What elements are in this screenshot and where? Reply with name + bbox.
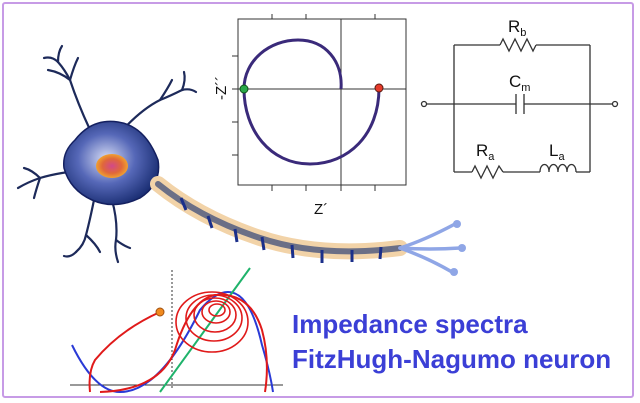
trajectory-outer <box>88 311 161 393</box>
neuron-illustration <box>16 44 466 276</box>
resistor-rb <box>499 37 537 53</box>
spiral-crossing-marker <box>239 84 249 94</box>
trajectory-start-marker <box>155 307 165 317</box>
impedance-spiral <box>242 38 381 166</box>
equivalent-circuit <box>420 37 619 180</box>
phase-plane <box>70 267 283 394</box>
label-la: La <box>549 141 565 163</box>
nyquist-y-label: -Z´´ <box>213 76 230 100</box>
resistor-ra <box>471 164 504 180</box>
spiral-start-marker <box>374 83 384 93</box>
nyquist-plot-frame <box>237 18 407 186</box>
trajectory-spiral <box>175 291 249 353</box>
nyquist-x-label: Z´ <box>314 201 328 218</box>
axon-terminals <box>398 222 462 274</box>
terminal-right <box>611 100 619 108</box>
terminal-left <box>420 100 428 108</box>
nodes-of-ranvier <box>179 197 383 263</box>
label-cm: Cm <box>509 72 530 94</box>
nyquist-ticks <box>232 14 376 191</box>
title-line-2: FitzHugh-Nagumo neuron <box>292 344 612 374</box>
label-ra: Ra <box>476 141 495 163</box>
title-line-1: Impedance spectra <box>292 309 528 339</box>
trajectory-loop <box>99 293 268 393</box>
circuit-labels: Rb Cm Ra La <box>476 17 565 163</box>
inductor-la <box>539 163 577 173</box>
label-rb: Rb <box>508 17 526 39</box>
synaptic-boutons <box>450 220 466 276</box>
nucleus <box>96 154 128 178</box>
axon-core <box>155 181 403 255</box>
nyquist-plot: Z´ -Z´´ <box>213 14 407 218</box>
